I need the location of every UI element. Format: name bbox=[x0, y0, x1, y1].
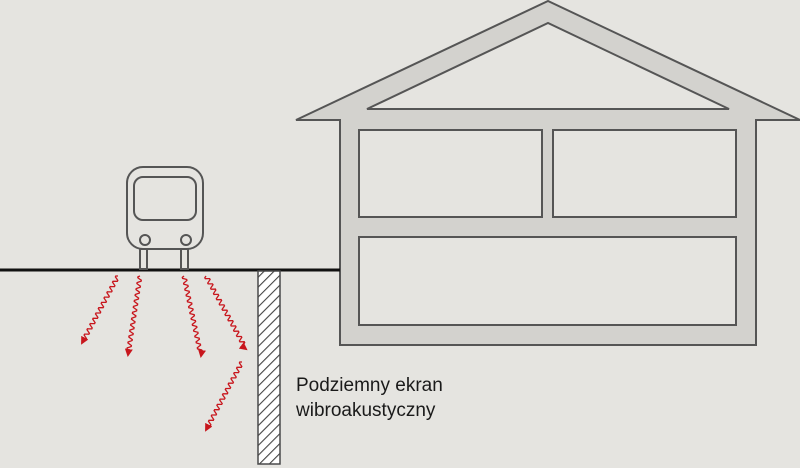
tram-leg-left bbox=[139, 248, 148, 270]
room-upper-right bbox=[552, 129, 737, 218]
tram-headlight-right bbox=[180, 234, 192, 246]
barrier-label-line1: Podziemny ekran bbox=[296, 375, 443, 396]
tram-leg-right bbox=[180, 248, 189, 270]
tram-headlight-left bbox=[139, 234, 151, 246]
room-basement bbox=[358, 236, 737, 326]
attic-window bbox=[366, 21, 730, 110]
room-upper-left bbox=[358, 129, 543, 218]
vibration-wave-arrow bbox=[124, 275, 143, 357]
vibration-wave-arrow bbox=[204, 275, 248, 351]
tram bbox=[126, 166, 204, 270]
vibration-wave-arrow bbox=[205, 361, 243, 432]
barrier-label: Podziemny ekran wibroakustyczny bbox=[296, 373, 443, 423]
barrier-label-line2: wibroakustyczny bbox=[296, 400, 436, 421]
vibration-waves bbox=[81, 275, 248, 432]
vibration-wave-arrow bbox=[181, 275, 206, 358]
vibration-wave-arrow bbox=[81, 275, 119, 345]
tram-windshield bbox=[133, 176, 197, 221]
house bbox=[295, 0, 800, 346]
vibroacoustic-barrier bbox=[257, 270, 281, 465]
